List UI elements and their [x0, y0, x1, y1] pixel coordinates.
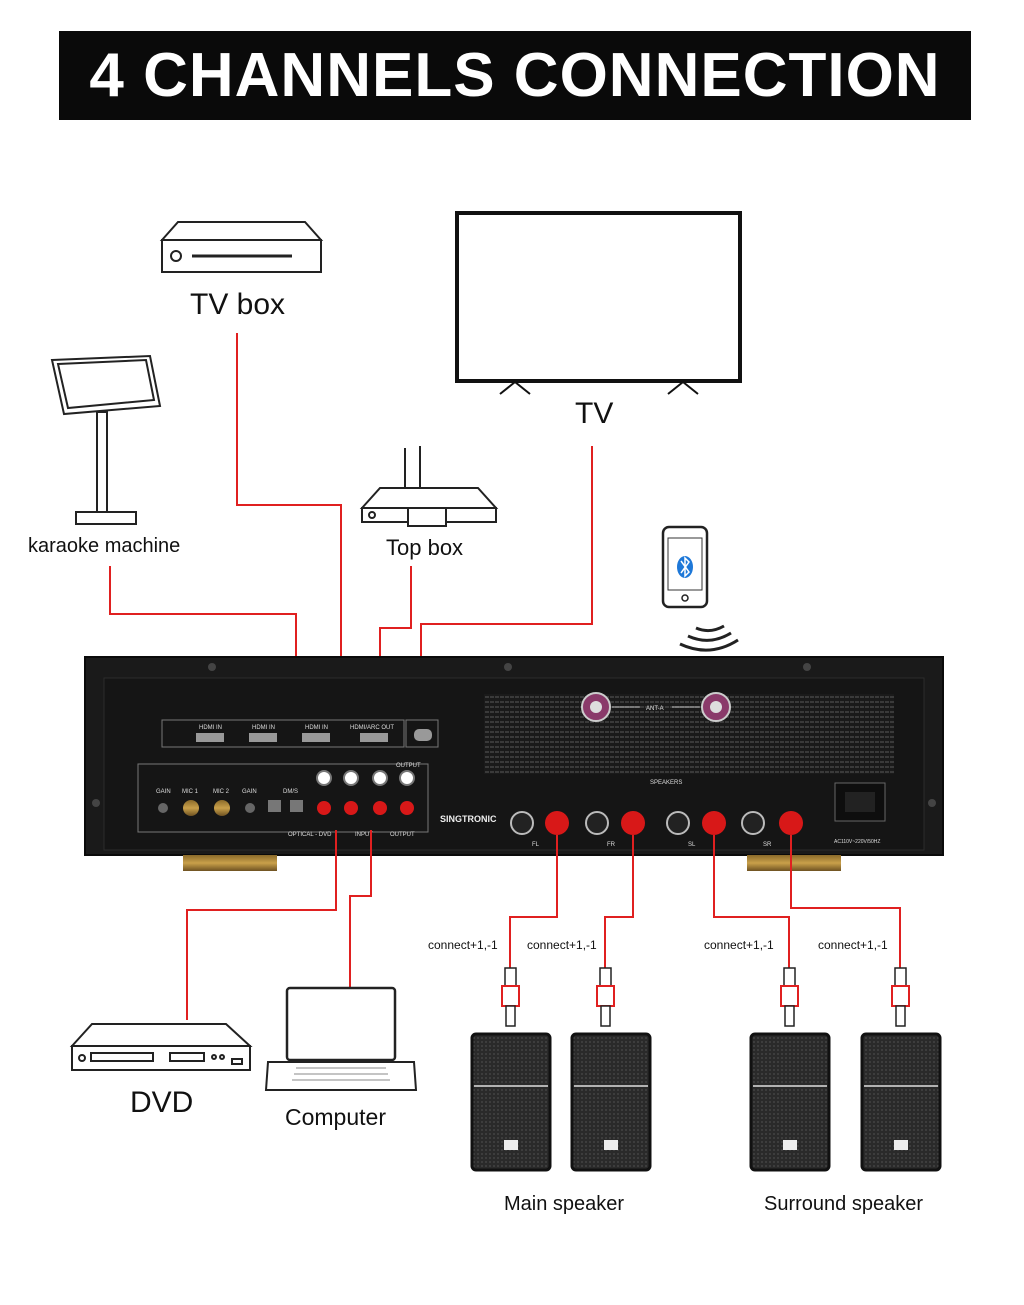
surround-speaker-label: Surround speaker — [764, 1193, 923, 1215]
port-sr: SR — [763, 842, 772, 848]
port-mic1: MIC 1 — [182, 789, 199, 795]
port-optical: OPTICAL - DVD — [288, 832, 332, 838]
tv-box-icon — [159, 221, 324, 273]
speaker-plug-1 — [501, 967, 520, 1027]
page-title: 4 CHANNELS CONNECTION — [89, 41, 941, 110]
wireless-signal-icon — [679, 624, 739, 652]
port-output-top: OUTPUT — [396, 763, 421, 769]
connector-label-2: connect+1,-1 — [527, 938, 597, 952]
connector-label-4: connect+1,-1 — [818, 938, 888, 952]
main-speaker-label: Main speaker — [504, 1193, 625, 1215]
top-box-icon — [359, 446, 499, 527]
laptop-icon — [264, 986, 418, 1091]
dvd-player-icon — [69, 1023, 253, 1071]
speaker-plug-2 — [596, 967, 615, 1027]
port-dm: DM/S — [283, 789, 298, 795]
connector-label-1: connect+1,-1 — [428, 938, 498, 952]
main-speaker-left — [470, 1032, 552, 1172]
port-hdmi-in-1: HDMI IN — [199, 725, 222, 731]
dvd-label: DVD — [130, 1086, 194, 1119]
phone-bluetooth-icon — [661, 525, 709, 609]
tv-box-label: TV box — [190, 288, 286, 321]
amplifier — [84, 656, 944, 871]
surround-speaker-left — [749, 1032, 831, 1172]
port-ant: ANT-A — [646, 706, 664, 712]
port-ac: AC110V~220V/50HZ — [834, 839, 880, 845]
speaker-plug-3 — [780, 967, 799, 1027]
title-banner: 4 CHANNELS CONNECTION — [59, 31, 971, 120]
port-output: OUTPUT — [390, 832, 415, 838]
computer-label: Computer — [285, 1104, 386, 1130]
port-fr: FR — [607, 842, 616, 848]
port-hdmi-in-3: HDMI IN — [305, 725, 328, 731]
port-fl: FL — [532, 842, 540, 848]
tv-icon — [455, 211, 742, 395]
port-hdmi-in-2: HDMI IN — [252, 725, 275, 731]
speaker-plug-4 — [891, 967, 910, 1027]
port-hdmi-out: HDMI/ARC OUT — [350, 725, 394, 731]
karaoke-label: karaoke machine — [28, 535, 181, 557]
port-mic2: MIC 2 — [213, 789, 230, 795]
port-speakers: SPEAKERS — [650, 780, 682, 786]
tv-label: TV — [575, 397, 614, 430]
amplifier-brand: SINGTRONIC — [440, 814, 497, 824]
port-sl: SL — [688, 842, 696, 848]
port-gain-left: GAIN — [156, 789, 171, 795]
port-gain-right: GAIN — [242, 789, 257, 795]
karaoke-machine-icon — [50, 354, 162, 525]
top-box-label: Top box — [386, 535, 464, 560]
wires-bottom — [186, 830, 901, 1020]
surround-speaker-right — [860, 1032, 942, 1172]
main-speaker-right — [570, 1032, 652, 1172]
connector-label-3: connect+1,-1 — [704, 938, 774, 952]
port-input: INPUT — [355, 832, 373, 838]
